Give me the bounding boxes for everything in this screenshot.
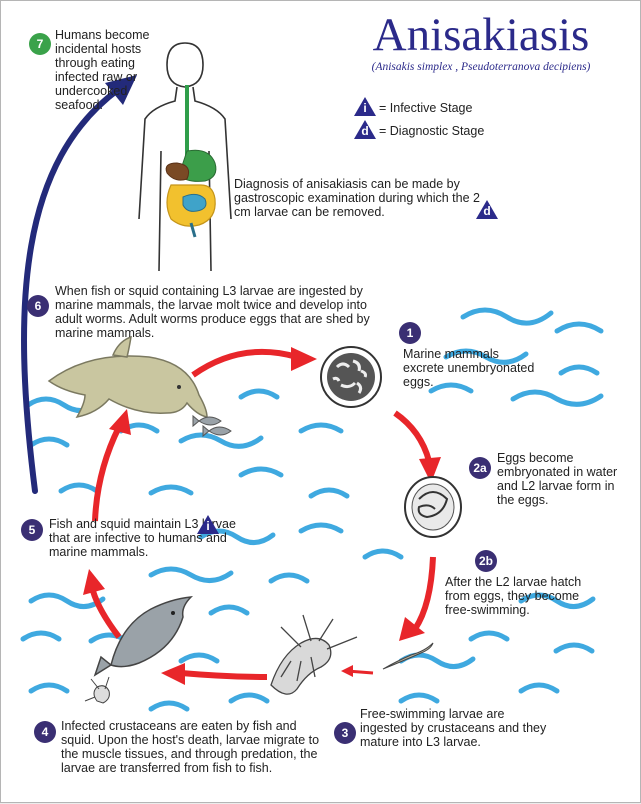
crustacean	[270, 614, 358, 695]
stage-3-text: Free-swimming larvae are ingested by cru…	[360, 707, 547, 749]
stage-1-badge: 1	[399, 322, 421, 344]
stage-7-badge: 7	[29, 33, 51, 55]
stage-1-text: Marine mammals excrete unembryonated egg…	[403, 347, 535, 389]
diagnosis-text: Diagnosis of anisakiasis can be made by …	[234, 177, 480, 219]
free-swimming-larva	[382, 642, 434, 670]
unembryonated-egg	[320, 346, 382, 408]
stage-4-text: Infected crustaceans are eaten by fish a…	[61, 719, 320, 775]
stage-2b-text: After the L2 larvae hatch from eggs, the…	[445, 575, 582, 617]
stage-3-badge: 3	[334, 722, 356, 744]
small-crustacean	[84, 676, 110, 704]
stage-2a-text: Eggs become embryonated in water and L2 …	[497, 451, 618, 507]
stage-5-infective-icon: i	[197, 515, 219, 534]
red-cycle-arrows	[83, 347, 441, 685]
stage-5-badge: 5	[21, 519, 43, 541]
small-fish	[192, 414, 232, 438]
diagnostic-stage-icon: d	[354, 120, 376, 139]
legend-diagnostic-label: = Diagnostic Stage	[379, 124, 485, 138]
stage-6-text: When fish or squid containing L3 larvae …	[55, 284, 370, 340]
fish-host	[93, 596, 194, 677]
diagnosis-stage-icon: d	[476, 200, 498, 219]
infective-stage-icon: i	[354, 97, 376, 116]
stage-2b-badge: 2b	[475, 550, 497, 572]
page-title: Anisakiasis	[372, 9, 590, 61]
digestive-tract	[165, 85, 217, 238]
legend-infective-label: = Infective Stage	[379, 101, 473, 115]
dolphin-marine-mammal	[47, 335, 208, 419]
stage-4-badge: 4	[34, 721, 56, 743]
stage-2a-badge: 2a	[469, 457, 491, 479]
stage-5-text: Fish and squid maintain L3 larvae that a…	[49, 517, 236, 559]
page-subtitle: (Anisakis simplex , Pseudoterranova deci…	[371, 61, 591, 73]
blue-arrow-to-human	[21, 75, 137, 494]
stage-7-text: Humans become incidental hosts through e…	[55, 28, 150, 112]
embryonated-egg	[404, 476, 462, 538]
stage-6-badge: 6	[27, 295, 49, 317]
